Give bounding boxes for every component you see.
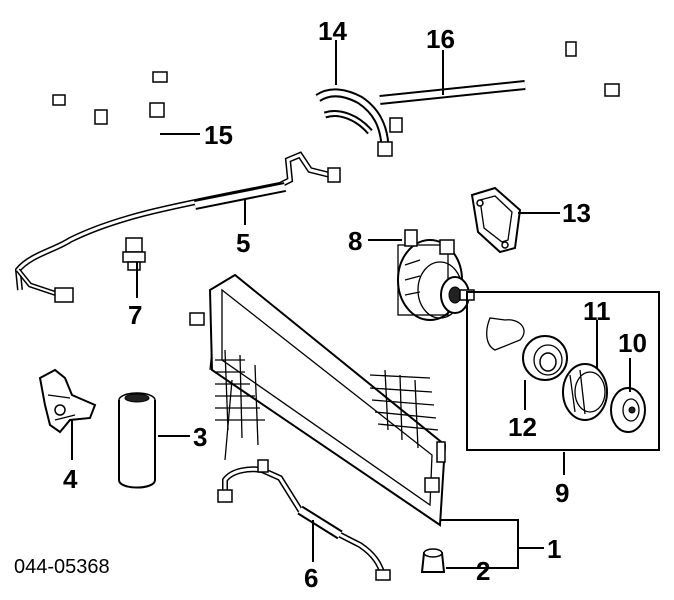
label-1: 1 (547, 534, 561, 564)
label-3: 3 (193, 422, 207, 452)
label-7: 7 (128, 300, 142, 330)
part-15-hose (52, 71, 168, 167)
part-2-cap (420, 548, 446, 573)
part-14-hose (315, 88, 403, 157)
part-6-pipe (217, 459, 391, 581)
part-12-field-coil (486, 317, 568, 381)
label-6: 6 (304, 563, 318, 593)
part-labels: 14 16 15 5 7 8 13 11 10 12 9 4 3 1 2 6 (63, 16, 647, 593)
label-13: 13 (562, 198, 591, 228)
part-16-pipe (379, 41, 620, 105)
part-10-clutch-plate (610, 387, 646, 433)
label-9: 9 (555, 478, 569, 508)
label-15: 15 (204, 120, 233, 150)
label-11: 11 (583, 296, 611, 326)
part-4-bracket (38, 368, 97, 434)
label-2: 2 (476, 556, 490, 586)
part-1-condenser (189, 273, 447, 527)
diagram-code: 044-05368 (14, 556, 110, 578)
label-16: 16 (426, 24, 455, 54)
part-8-compressor (397, 229, 475, 321)
part-7-switch (122, 237, 146, 271)
part-3-receiver-drier (118, 392, 156, 489)
label-4: 4 (63, 464, 78, 494)
label-8: 8 (348, 226, 362, 256)
condenser-fins (215, 349, 439, 449)
clutch-assembly-box (466, 291, 660, 451)
label-10: 10 (618, 328, 647, 358)
part-5-pipe (14, 151, 341, 303)
label-5: 5 (236, 228, 250, 258)
label-12: 12 (508, 412, 537, 442)
part-11-pulley (562, 363, 608, 421)
leader-lines (71, 40, 631, 569)
label-14: 14 (318, 16, 347, 46)
part-13-gasket (470, 186, 522, 254)
